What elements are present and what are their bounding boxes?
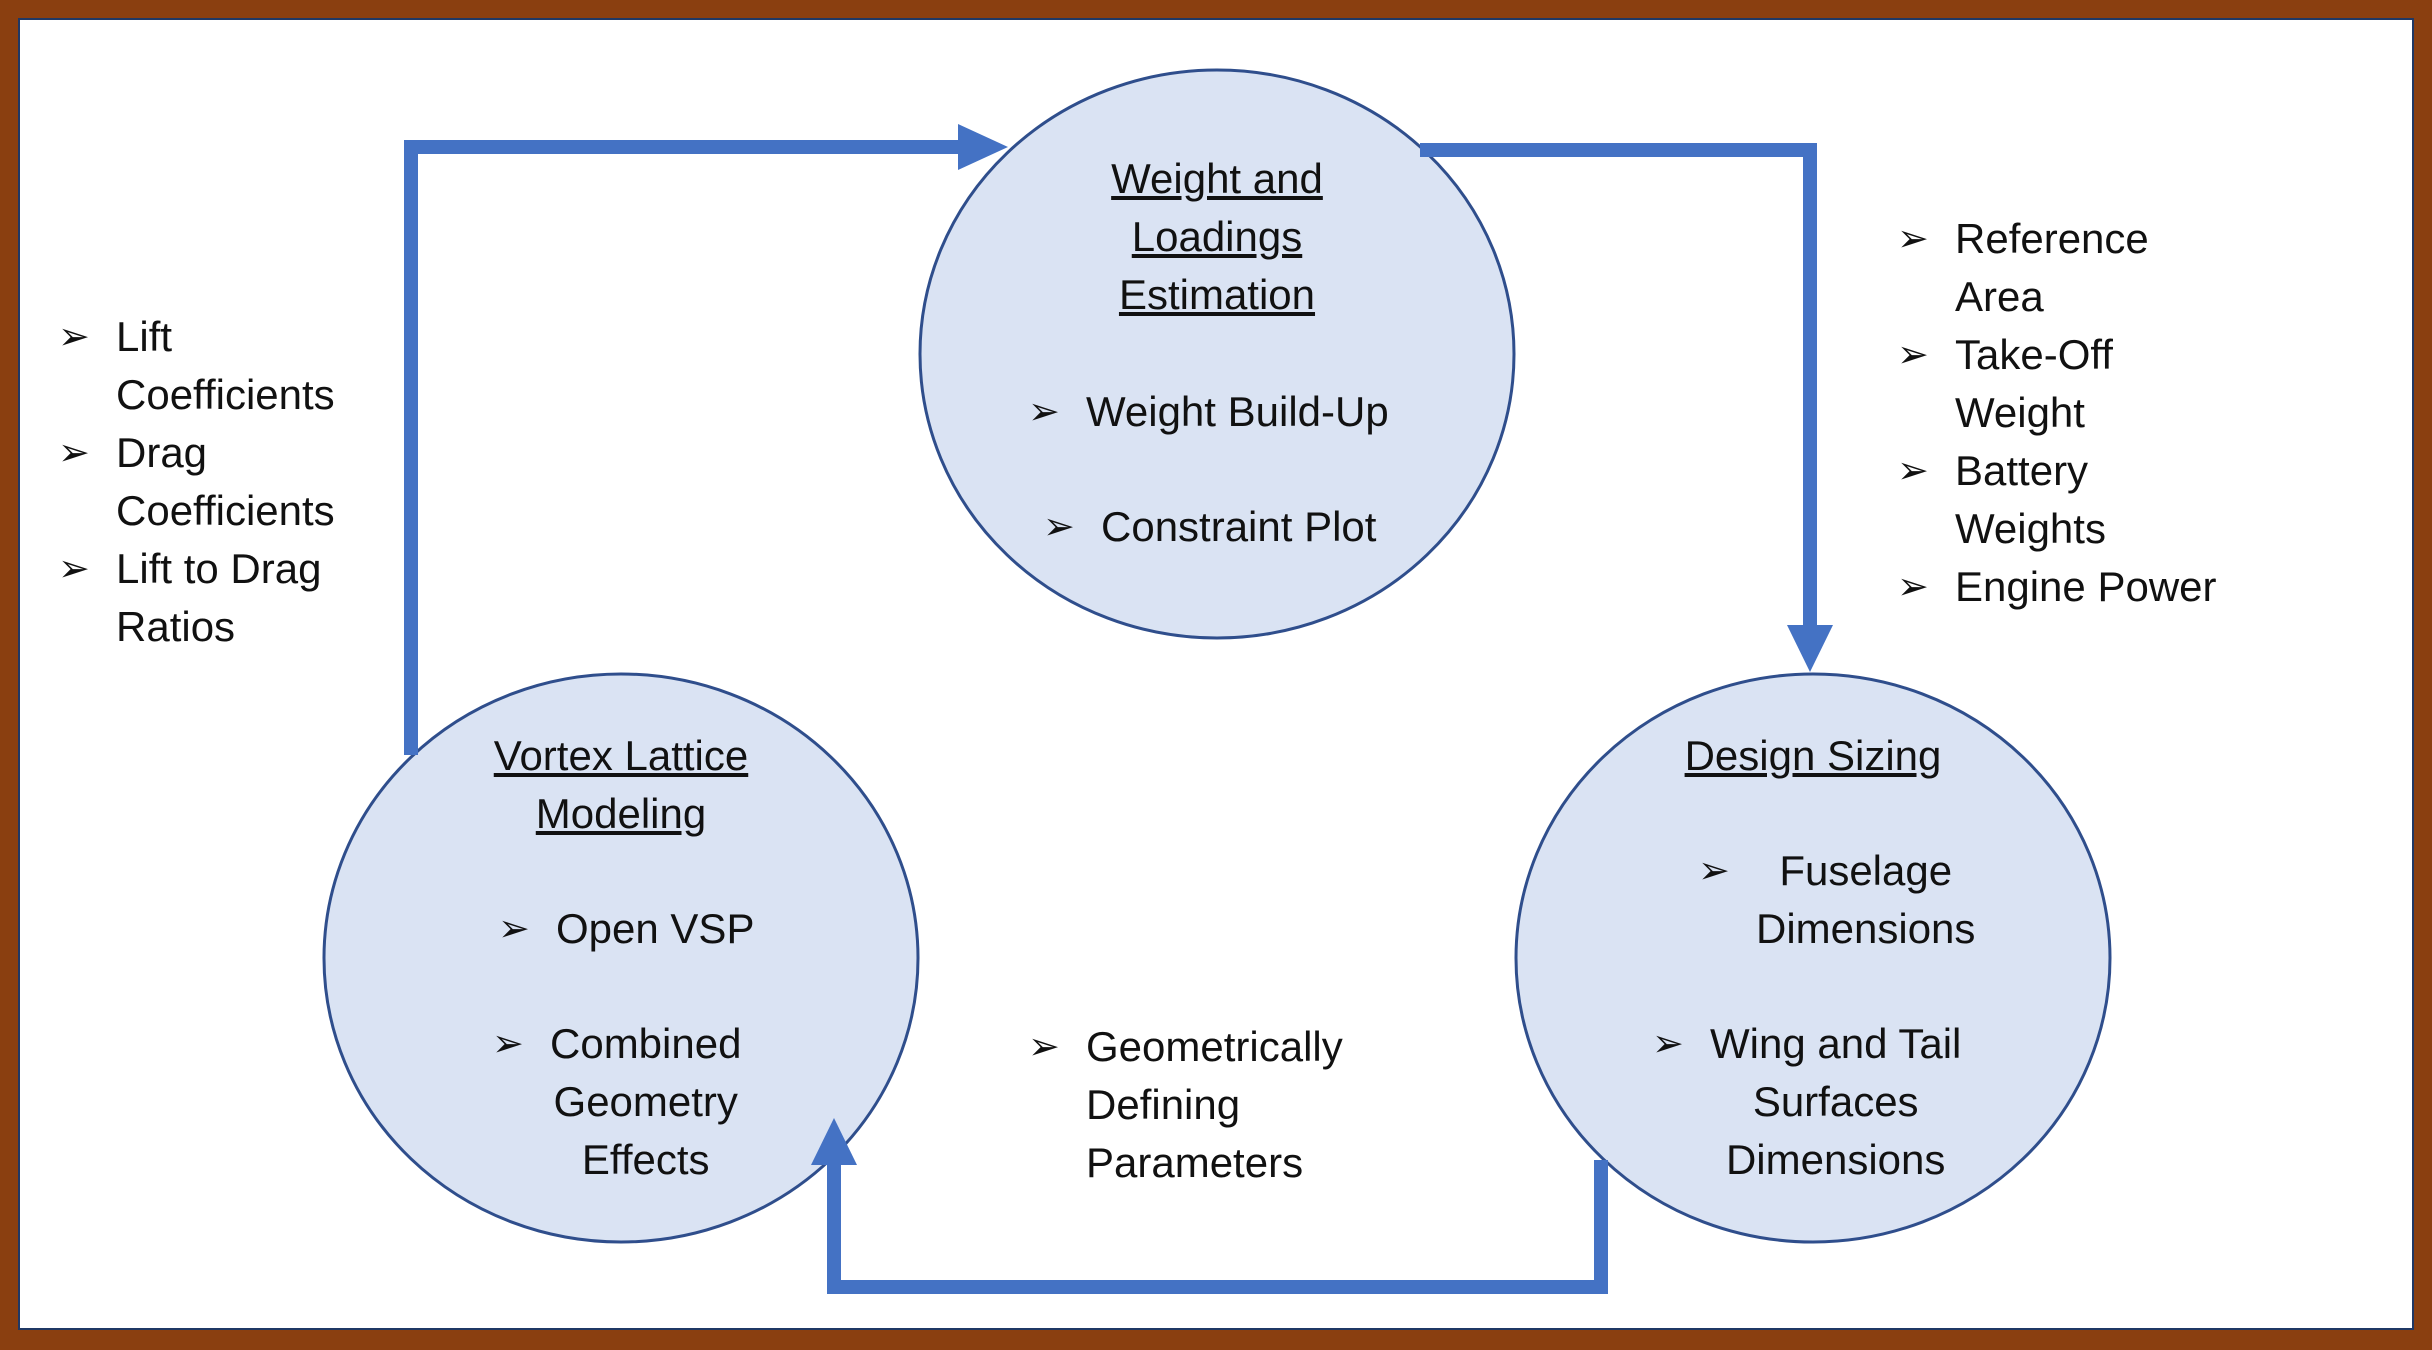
node-design-item-1-text: Fuselage Dimensions (1756, 842, 1975, 958)
right-list-line-1: Reference (1955, 215, 2149, 262)
node-weight-circle (918, 68, 1516, 640)
right-list-line-3: Take-Off (1955, 331, 2113, 378)
node-vortex-item-2-line-2: Geometry (553, 1078, 738, 1125)
left-list-item-ratio: ➢ Lift to Drag Ratios (58, 540, 335, 656)
arrow-vortex-to-weight-head (958, 124, 1008, 170)
bottom-list-line-1: Geometrically (1086, 1023, 1343, 1070)
node-vortex-title-line-1: Vortex Lattice (493, 732, 749, 779)
left-output-list: ➢ Lift Coefficients ➢ Drag Coefficients … (58, 308, 335, 656)
bullet-arrow-icon: ➢ (492, 1023, 524, 1065)
node-vortex-item-1-text: Open VSP (556, 905, 755, 952)
node-vortex-title-line-2: Modeling (535, 790, 707, 837)
node-weight-item-2: ➢ Constraint Plot (1043, 498, 1376, 556)
node-design-item-2: ➢ Wing and Tail Surfaces Dimensions (1652, 1015, 1961, 1189)
node-weight-item-2-text: Constraint Plot (1101, 503, 1377, 550)
bullet-arrow-icon: ➢ (58, 432, 90, 474)
arrow-weight-to-design (1420, 143, 1817, 630)
node-design-title-line-1: Design Sizing (1684, 732, 1942, 779)
node-weight-title-line-3: Estimation (1118, 271, 1316, 318)
arrow-vortex-to-weight (404, 140, 963, 755)
node-weight-item-1: ➢ Weight Build-Up (1028, 383, 1389, 441)
node-design-circle (1514, 672, 2112, 1244)
arrow-design-to-vortex (827, 1160, 1608, 1294)
bullet-arrow-icon: ➢ (1698, 850, 1730, 892)
bottom-output-list: ➢ Geometrically Defining Parameters (1028, 1018, 1343, 1192)
node-design-item-1-line-1: Fuselage (1779, 847, 1953, 894)
left-list-item-drag: ➢ Drag Coefficients (58, 424, 335, 540)
arrow-design-to-vortex-head (811, 1118, 857, 1165)
right-list-item-battery-text: Battery Weights (1955, 442, 2106, 558)
node-design-item-2-line-3: Dimensions (1725, 1136, 1946, 1183)
node-weight-title-line-1: Weight and (1111, 155, 1323, 202)
node-vortex-title: Vortex Lattice Modeling (441, 727, 801, 843)
bottom-list-line-3: Parameters (1086, 1139, 1304, 1186)
left-list-line-2: Coefficients (116, 371, 335, 418)
right-list-line-6: Weights (1955, 505, 2106, 552)
bullet-arrow-icon: ➢ (1652, 1023, 1684, 1065)
right-list-item-battery: ➢ Battery Weights (1897, 442, 2217, 558)
right-list-item-power: ➢ Engine Power (1897, 558, 2217, 616)
bullet-arrow-icon: ➢ (1897, 334, 1929, 376)
left-list-line-3: Drag (116, 429, 208, 476)
bullet-arrow-icon: ➢ (1897, 566, 1929, 608)
diagram-graphics (322, 68, 2112, 1294)
left-list-item-ratio-text: Lift to Drag Ratios (116, 540, 321, 656)
right-list-line-4: Weight (1955, 389, 2085, 436)
diagram-canvas: Weight and Loadings Estimation ➢ Weight … (18, 18, 2414, 1330)
bullet-arrow-icon: ➢ (1028, 1026, 1060, 1068)
node-vortex-item-2-line-3: Effects (581, 1136, 710, 1183)
left-list-item-drag-text: Drag Coefficients (116, 424, 335, 540)
node-design-item-2-line-1: Wing and Tail (1710, 1020, 1962, 1067)
bullet-arrow-icon: ➢ (58, 316, 90, 358)
right-list-item-takeoff: ➢ Take-Off Weight (1897, 326, 2217, 442)
bottom-list-item-geometry: ➢ Geometrically Defining Parameters (1028, 1018, 1343, 1192)
right-list-line-7: Engine Power (1955, 563, 2217, 610)
left-list-line-5: Lift to Drag (116, 545, 322, 592)
node-weight-title-line-2: Loadings (1131, 213, 1303, 260)
right-output-list: ➢ Reference Area ➢ Take-Off Weight ➢ Bat… (1897, 210, 2217, 616)
node-design-item-2-text: Wing and Tail Surfaces Dimensions (1710, 1015, 1961, 1189)
right-list-item-takeoff-text: Take-Off Weight (1955, 326, 2113, 442)
bullet-arrow-icon: ➢ (1043, 506, 1075, 548)
node-weight-title: Weight and Loadings Estimation (1037, 150, 1397, 324)
bottom-list-line-2: Defining (1086, 1081, 1241, 1128)
node-vortex-item-1: ➢ Open VSP (498, 900, 754, 958)
bottom-list-item-geometry-text: Geometrically Defining Parameters (1086, 1018, 1343, 1192)
left-list-item-lift-text: Lift Coefficients (116, 308, 335, 424)
right-list-item-power-text: Engine Power (1955, 558, 2217, 616)
left-list-line-1: Lift (116, 313, 173, 360)
left-list-line-6: Ratios (116, 603, 236, 650)
right-list-line-2: Area (1955, 273, 2044, 320)
node-vortex-item-2: ➢ Combined Geometry Effects (492, 1015, 741, 1189)
left-list-item-lift: ➢ Lift Coefficients (58, 308, 335, 424)
bullet-arrow-icon: ➢ (1897, 450, 1929, 492)
right-list-item-area-text: Reference Area (1955, 210, 2149, 326)
node-vortex-item-2-line-1: Combined (550, 1020, 742, 1067)
node-design-item-2-line-2: Surfaces (1752, 1078, 1919, 1125)
right-list-item-area: ➢ Reference Area (1897, 210, 2217, 326)
arrow-weight-to-design-head (1787, 625, 1833, 672)
bullet-arrow-icon: ➢ (58, 548, 90, 590)
bullet-arrow-icon: ➢ (1028, 391, 1060, 433)
node-design-title: Design Sizing (1633, 727, 1993, 785)
bullet-arrow-icon: ➢ (498, 908, 530, 950)
bullet-arrow-icon: ➢ (1897, 218, 1929, 260)
node-weight-item-1-text: Weight Build-Up (1086, 388, 1389, 435)
node-vortex-item-2-text: Combined Geometry Effects (550, 1015, 741, 1189)
left-list-line-4: Coefficients (116, 487, 335, 534)
node-design-item-1-line-2: Dimensions (1756, 905, 1976, 952)
node-design-item-1: ➢ Fuselage Dimensions (1698, 842, 1975, 958)
right-list-line-5: Battery (1955, 447, 2089, 494)
node-vortex-circle (322, 672, 920, 1244)
